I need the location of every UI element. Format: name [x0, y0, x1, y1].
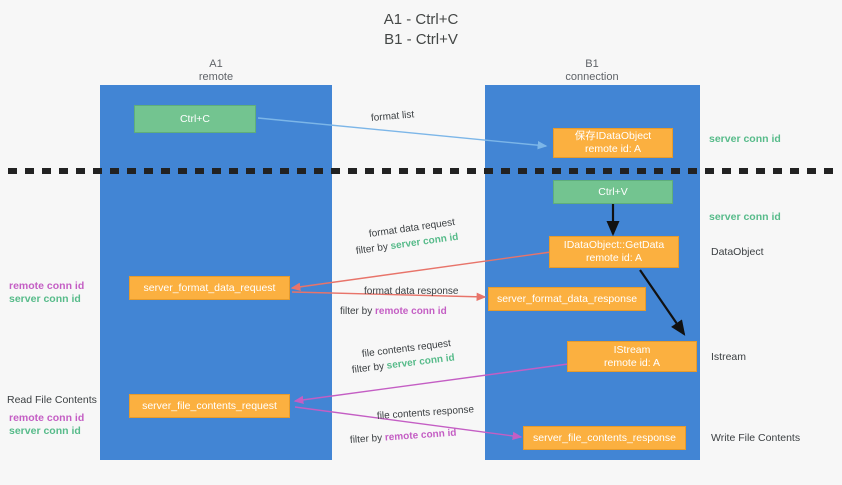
node-istream[interactable]: IStream remote id: A — [567, 341, 697, 372]
filter-prefix: filter by — [340, 306, 376, 317]
filter-prefix: filter by — [351, 360, 388, 376]
node-save-idataobject-line1: 保存IDataObject — [574, 130, 652, 142]
node-server-file-contents-request[interactable]: server_file_contents_request — [129, 394, 290, 418]
node-ctrl-c[interactable]: Ctrl+C — [134, 105, 256, 133]
edge-label-format-data-response-filter: filter by remote conn id — [340, 305, 447, 318]
node-ctrl-c-line1: Ctrl+C — [179, 112, 211, 125]
node-ctrl-v-line1: Ctrl+V — [598, 185, 628, 198]
node-istream-line1: IStream — [613, 343, 651, 356]
node-server-format-data-request-line1: server_format_data_request — [143, 281, 276, 294]
right-label-server-conn-id-1: server conn id — [709, 133, 781, 145]
filter-value-remote-conn-id: remote conn id — [384, 427, 457, 444]
diagram-title: A1 - Ctrl+C B1 - Ctrl+V — [383, 11, 459, 48]
right-label-server-conn-id-2: server conn id — [709, 211, 781, 223]
edge-label-file-contents-response-filter: filter by remote conn id — [350, 427, 457, 447]
edge-label-format-data-response: format data response — [364, 286, 459, 297]
left-label-remote-conn-id-2: remote conn id — [9, 412, 85, 424]
node-server-format-data-response-line1: server_format_data_response — [496, 292, 638, 305]
node-server-format-data-request[interactable]: server_format_data_request — [129, 276, 290, 300]
node-save-idataobject[interactable]: 保存IDataObject remote id: A — [553, 128, 673, 158]
lane-b1-title: B1 — [585, 58, 599, 70]
lane-b1-subtitle: connection — [565, 71, 619, 83]
left-label-server-conn-id-1: server conn id — [9, 293, 81, 305]
left-label-read-file-contents: Read File Contents — [7, 394, 97, 406]
lane-a1-header: A1 remote — [136, 58, 296, 84]
lane-a1-subtitle: remote — [198, 71, 234, 83]
node-server-file-contents-request-line1: server_file_contents_request — [142, 399, 277, 412]
dashed-divider — [8, 168, 834, 174]
lane-a1-title: A1 — [209, 58, 223, 70]
filter-prefix: filter by — [349, 432, 386, 446]
left-label-remote-conn-id-1: remote conn id — [9, 280, 85, 292]
right-label-istream: Istream — [711, 351, 747, 363]
right-label-dataobject: DataObject — [711, 246, 764, 258]
lane-b1-header: B1 connection — [512, 58, 672, 84]
node-server-file-contents-response-line1: server_file_contents_response — [532, 431, 676, 444]
node-idataobject-getdata-line2: remote id: A — [585, 252, 643, 264]
filter-prefix: filter by — [355, 241, 392, 257]
node-save-idataobject-line2: remote id: A — [584, 143, 642, 155]
node-ctrl-v[interactable]: Ctrl+V — [553, 180, 673, 204]
node-server-file-contents-response[interactable]: server_file_contents_response — [523, 426, 686, 450]
right-label-write-file-contents: Write File Contents — [711, 432, 801, 444]
edge-label-format-list: format list — [370, 109, 415, 124]
node-idataobject-getdata-line1: IDataObject::GetData — [563, 239, 665, 251]
left-label-server-conn-id-2: server conn id — [9, 425, 81, 437]
node-idataobject-getdata[interactable]: IDataObject::GetData remote id: A — [549, 236, 679, 268]
filter-value-remote-conn-id: remote conn id — [375, 306, 447, 317]
node-server-format-data-response[interactable]: server_format_data_response — [488, 287, 646, 311]
edge-label-file-contents-response: file contents response — [376, 404, 475, 422]
node-istream-line2: remote id: A — [603, 356, 661, 369]
